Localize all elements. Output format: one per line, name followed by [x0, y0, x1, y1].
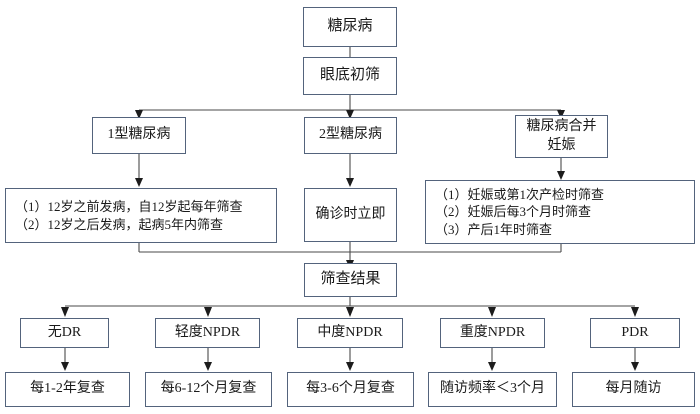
node-pregnancy[interactable]: 糖尿病合并 妊娠: [515, 115, 608, 158]
node-type2-detail-label: 确诊时立即: [315, 206, 386, 222]
outcome-grade-label: 重度NPDR: [459, 324, 526, 340]
node-outcome-followup-2[interactable]: 每3-6个月复查: [287, 372, 414, 407]
outcome-grade-label: 无DR: [47, 324, 82, 340]
outcome-followup-label: 每3-6个月复查: [306, 381, 395, 397]
node-outcome-grade-2[interactable]: 中度NPDR: [297, 318, 403, 348]
arrowhead-followup-3: [488, 362, 496, 371]
node-result[interactable]: 筛查结果: [304, 263, 397, 297]
node-screening[interactable]: 眼底初筛: [303, 57, 397, 95]
node-pregnancy-detail-line2: （2）妊娠后每3个月时筛查: [435, 204, 592, 220]
node-outcome-followup-4[interactable]: 每月随访: [572, 372, 695, 407]
node-outcome-followup-0[interactable]: 每1-2年复查: [5, 372, 130, 407]
node-pregnancy-label-line2: 妊娠: [547, 137, 576, 153]
node-type1-label: 1型糖尿病: [107, 127, 171, 143]
arrowhead-outcome-0: [61, 307, 69, 317]
node-result-label: 筛查结果: [320, 271, 381, 288]
arrowhead-followup-2: [346, 362, 354, 371]
outcome-followup-label: 每月随访: [605, 381, 662, 397]
node-pregnancy-label-line1: 糖尿病合并: [526, 119, 597, 135]
node-screening-label: 眼底初筛: [319, 67, 380, 84]
node-outcome-grade-1[interactable]: 轻度NPDR: [155, 318, 260, 348]
arrowhead-type2-detail: [346, 178, 354, 187]
arrowhead-followup-1: [204, 362, 212, 371]
arrowhead-outcome-4: [631, 307, 639, 317]
arrowhead-pregnancy-detail: [557, 171, 565, 180]
node-outcome-grade-0[interactable]: 无DR: [20, 318, 109, 348]
node-type2-label: 2型糖尿病: [319, 127, 382, 143]
arrowhead-outcome-2: [346, 307, 354, 317]
outcome-grade-label: PDR: [621, 324, 649, 340]
node-root[interactable]: 糖尿病: [303, 7, 397, 47]
arrowhead-outcome-1: [204, 307, 212, 317]
outcome-followup-label: 随访频率＜3个月: [440, 381, 545, 397]
node-pregnancy-detail-line1: （1）妊娠或第1次产检时筛查: [435, 187, 605, 203]
arrowhead-followup-4: [631, 362, 639, 371]
node-outcome-followup-3[interactable]: 随访频率＜3个月: [428, 372, 557, 407]
node-type1-detail[interactable]: （1）12岁之前发病，自12岁起每年筛查 （2）12岁之后发病，起病5年内筛查: [5, 188, 277, 243]
outcome-grade-label: 中度NPDR: [317, 324, 383, 340]
outcome-grade-label: 轻度NPDR: [174, 324, 241, 340]
arrowhead-outcome-3: [488, 307, 496, 317]
node-pregnancy-detail-line3: （3）产后1年时筛查: [435, 221, 553, 237]
node-type2-detail[interactable]: 确诊时立即: [304, 188, 397, 242]
node-type1-detail-line2: （2）12岁之后发病，起病5年内筛查: [15, 216, 224, 232]
node-outcome-followup-1[interactable]: 每6-12个月复查: [145, 372, 272, 407]
node-type1-detail-line1: （1）12岁之前发病，自12岁起每年筛查: [15, 199, 243, 215]
node-root-label: 糖尿病: [327, 18, 373, 35]
node-pregnancy-detail[interactable]: （1）妊娠或第1次产检时筛查 （2）妊娠后每3个月时筛查 （3）产后1年时筛查: [425, 180, 695, 244]
arrowhead-type1-detail: [135, 178, 143, 187]
outcome-followup-label: 每1-2年复查: [30, 381, 105, 397]
outcome-followup-label: 每6-12个月复查: [160, 381, 257, 397]
arrowhead-followup-0: [61, 362, 69, 371]
node-outcome-grade-3[interactable]: 重度NPDR: [440, 318, 545, 348]
node-outcome-grade-4[interactable]: PDR: [590, 318, 680, 348]
node-type2[interactable]: 2型糖尿病: [304, 117, 397, 154]
node-type1[interactable]: 1型糖尿病: [92, 117, 186, 154]
